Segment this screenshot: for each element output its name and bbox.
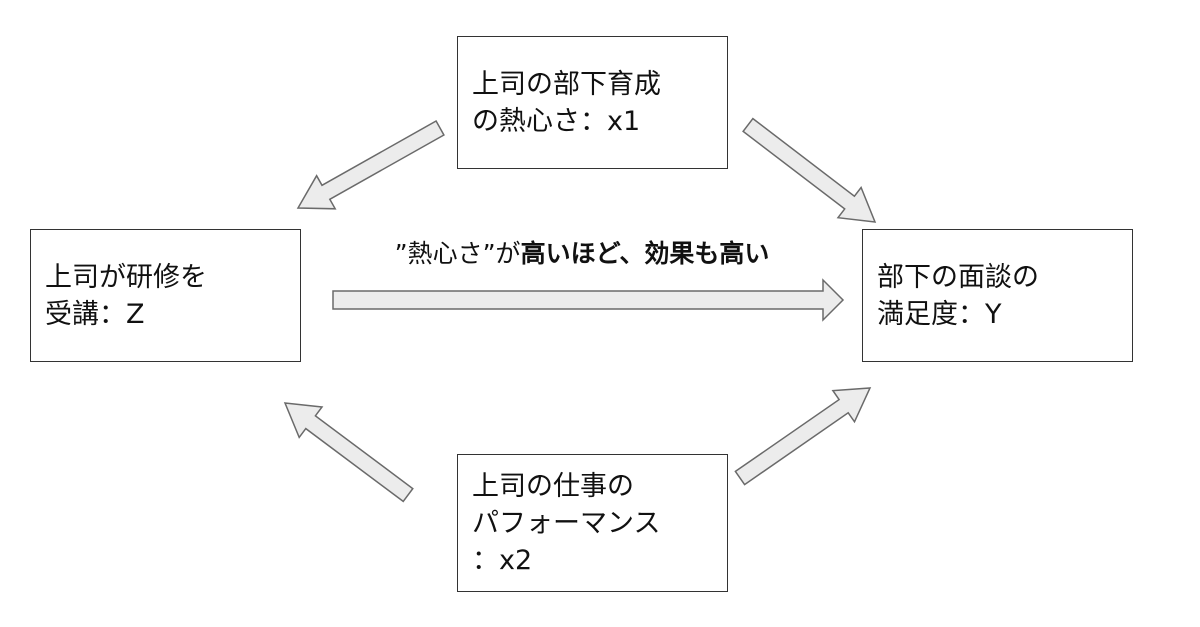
node-y-line-2: 満足度：Y: [877, 298, 1002, 330]
node-x1-line-1: 上司の部下育成: [472, 68, 661, 100]
node-x2-line-1: 上司の仕事の: [472, 470, 634, 502]
node-x1-line-2: の熱心さ：x1: [472, 105, 641, 137]
main-arrow-label-emphasis: 高いほど、効果も高い: [520, 239, 770, 268]
node-y-interview-satisfaction: 部下の面談の 満足度：Y: [862, 229, 1133, 362]
node-y-line-1: 部下の面談の: [877, 261, 1039, 293]
arrow-z-to-y: [332, 278, 845, 322]
arrow-x2-to-y: [734, 387, 872, 486]
node-x2-line-3: ：x2: [472, 544, 533, 576]
node-z-line-1: 上司が研修を: [45, 261, 207, 293]
main-arrow-label: ”熱心さ”が高いほど、効果も高い: [332, 236, 832, 272]
arrow-x1-to-z: [296, 119, 445, 210]
arrow-x1-to-y: [742, 117, 877, 223]
node-x2-boss-work-performance: 上司の仕事の パフォーマンス ：x2: [457, 454, 728, 592]
node-x1-boss-coaching-enthusiasm: 上司の部下育成 の熱心さ：x1: [457, 36, 728, 169]
node-z-boss-training: 上司が研修を 受講：Z: [30, 229, 301, 362]
arrow-x2-to-z: [283, 402, 414, 503]
node-x2-line-2: パフォーマンス: [472, 507, 661, 539]
main-arrow-label-prefix: ”熱心さ”が: [394, 239, 521, 268]
node-z-line-2: 受講：Z: [45, 298, 145, 330]
